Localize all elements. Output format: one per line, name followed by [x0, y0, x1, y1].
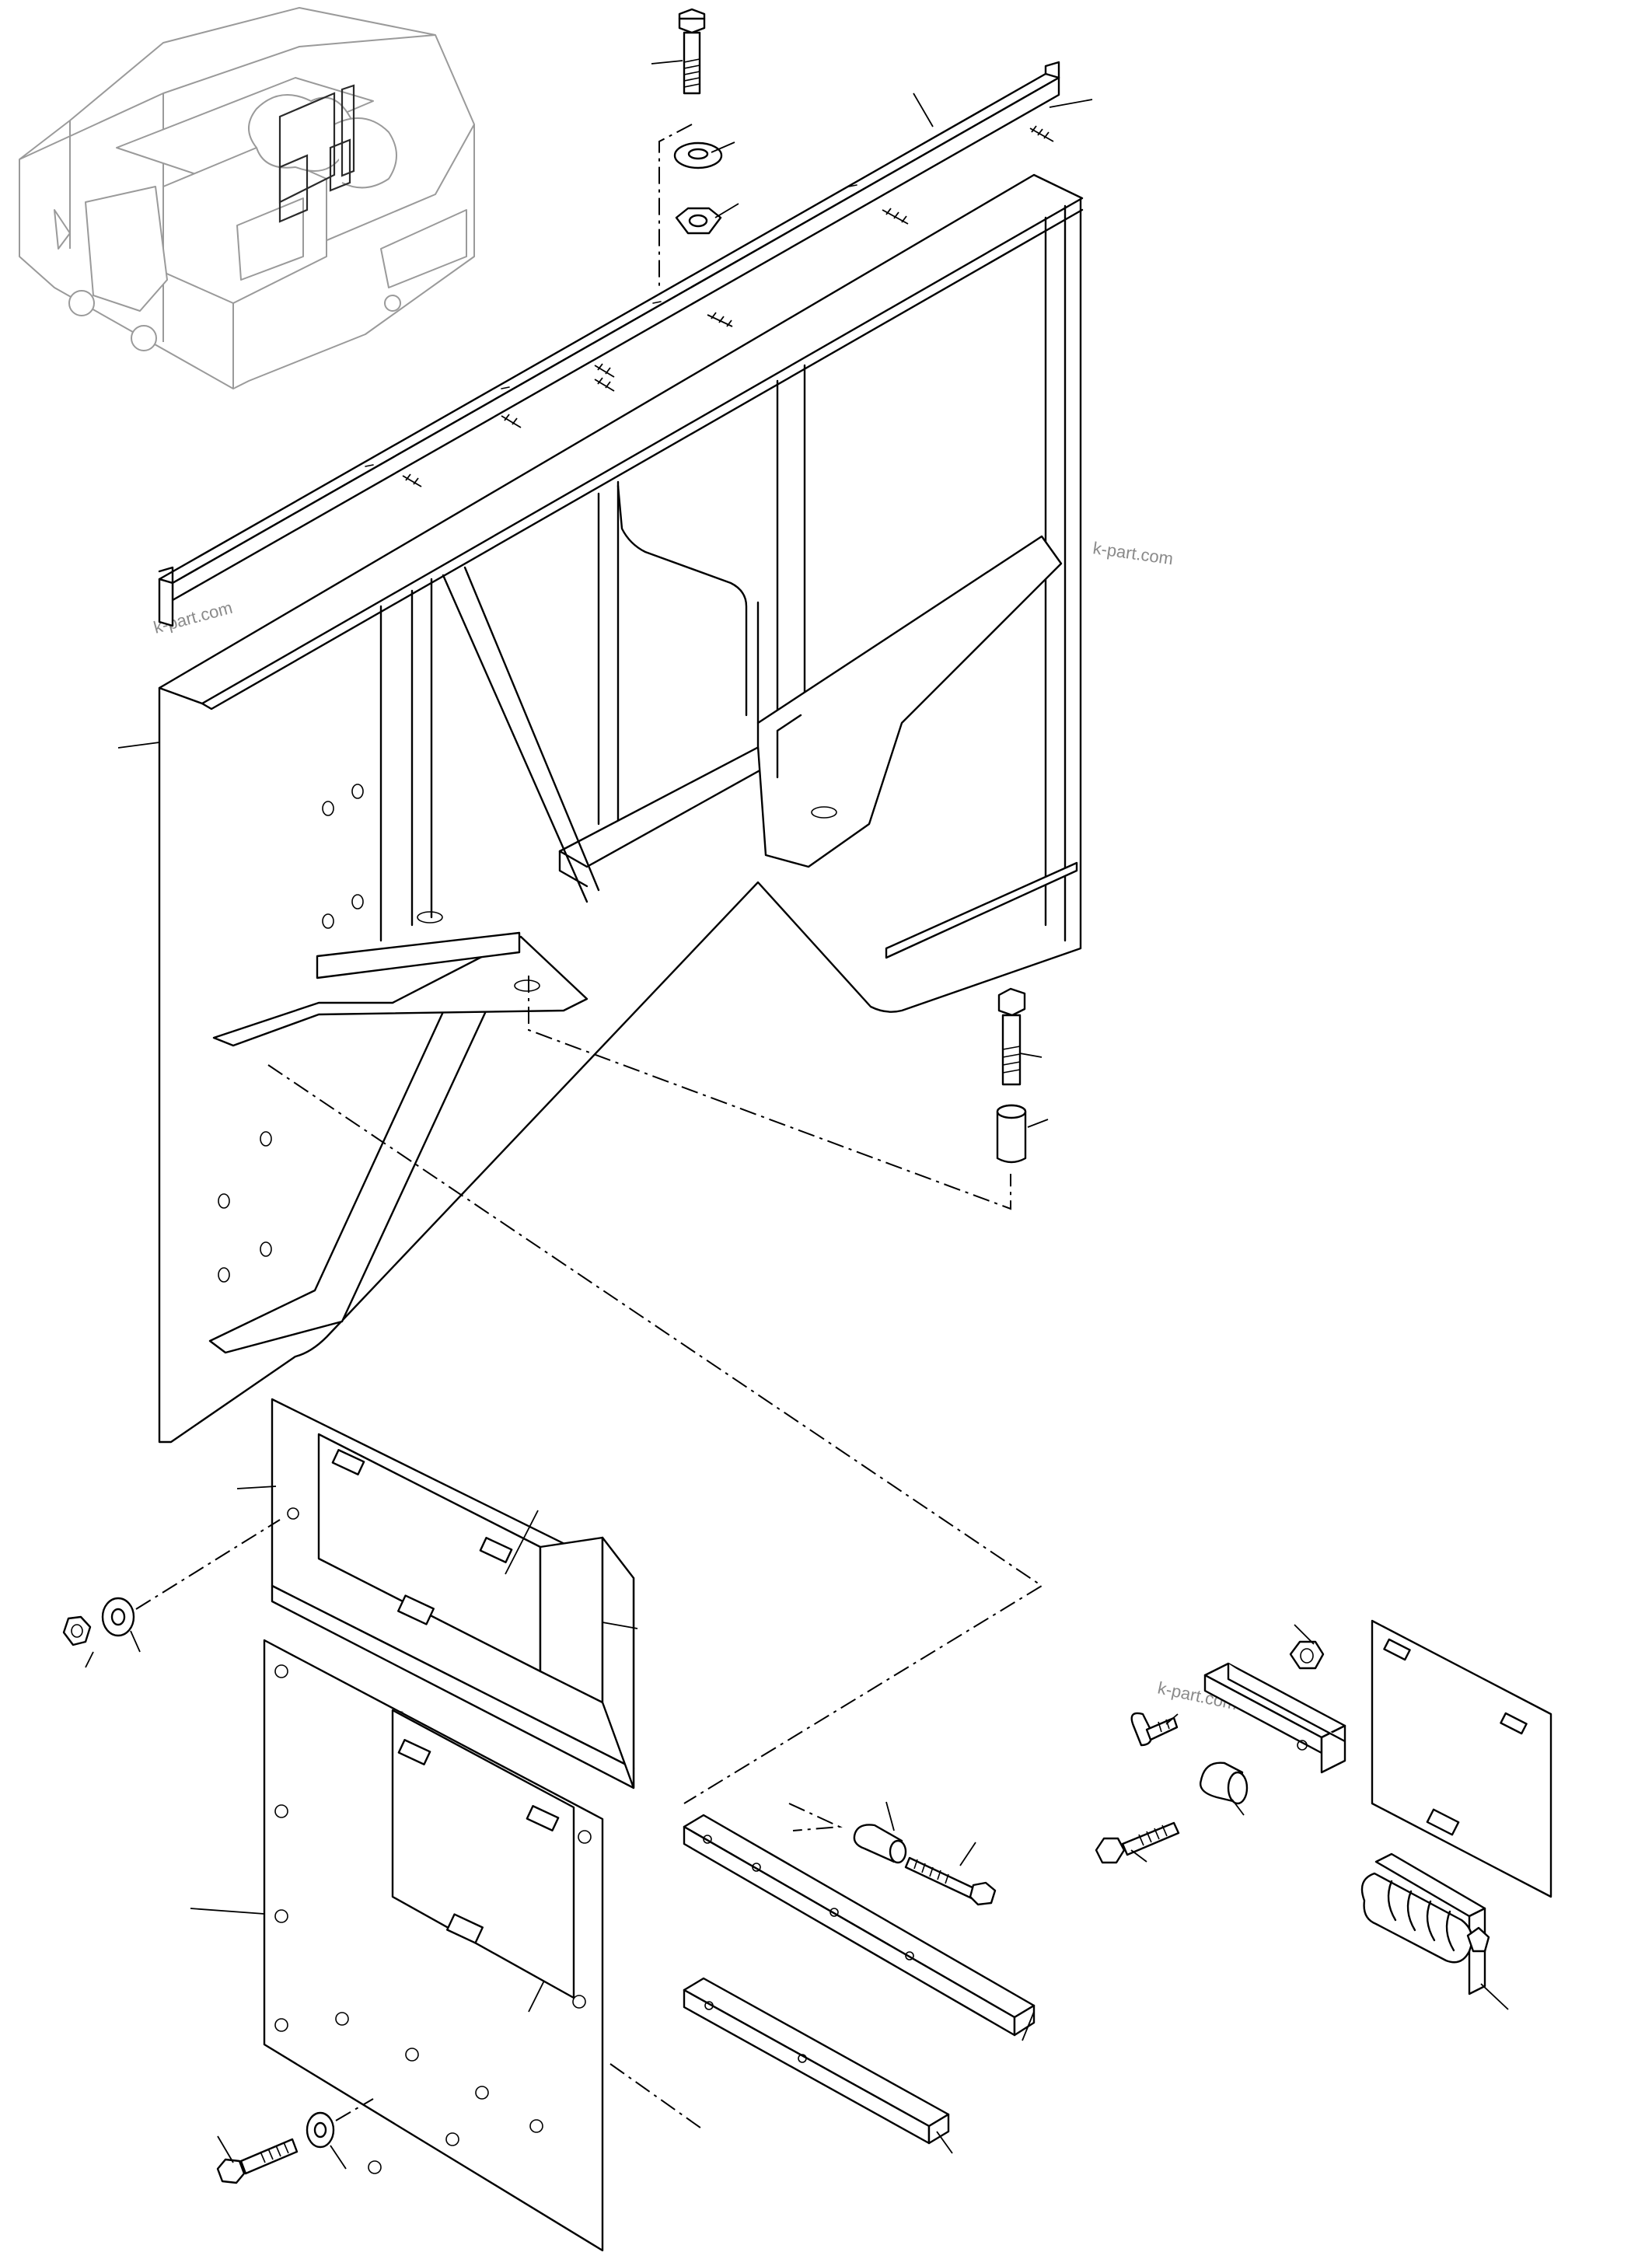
rail-stud	[402, 473, 422, 487]
bracket-spacer	[853, 1824, 907, 1864]
latch-nut	[1289, 1640, 1325, 1670]
upper-cover-panel	[271, 1398, 635, 1789]
left-nut	[62, 1615, 92, 1646]
watermark: k-part.com	[1091, 538, 1174, 568]
upper-angle-bracket	[683, 1814, 1036, 2037]
top-bolt	[678, 8, 706, 95]
door-latch	[397, 1739, 560, 1944]
mount-bolt	[997, 987, 1026, 1086]
small-panel-latch	[1383, 1638, 1528, 1836]
rail-stud	[594, 363, 615, 378]
bracket-bolt	[904, 1856, 997, 1906]
left-washer	[101, 1597, 135, 1637]
rubber-bushing	[1200, 1761, 1249, 1805]
lower-door-panel	[263, 1639, 604, 2252]
rail-stud	[1029, 125, 1054, 142]
lower-angle-bracket	[683, 1977, 950, 2145]
top-nut	[675, 207, 722, 235]
hinge	[1360, 1852, 1490, 1995]
rail-stud	[594, 377, 615, 392]
callout-leader-lines	[85, 60, 1509, 2170]
machine-locator-thumbnail	[19, 7, 475, 389]
small-access-panel	[1371, 1619, 1552, 1898]
panel-latch	[331, 1449, 513, 1625]
bottom-bolt	[216, 2138, 299, 2184]
rail-stud	[707, 312, 733, 327]
rail-stud	[501, 414, 522, 428]
rail-stud	[882, 208, 909, 225]
wing-bolt	[1130, 1712, 1179, 1747]
top-washer	[673, 141, 723, 169]
top-mounting-rail	[158, 61, 1060, 627]
bottom-washer	[306, 2111, 335, 2149]
mount-spacer	[996, 1104, 1027, 1164]
main-back-frame	[158, 173, 1084, 1444]
hex-bolt	[1095, 1821, 1180, 1864]
latch-channel-bracket	[1203, 1662, 1346, 1774]
